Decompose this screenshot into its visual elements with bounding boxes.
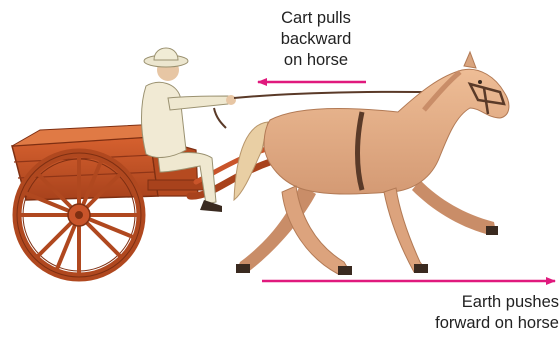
earth-force-label-line: Earth pushes bbox=[395, 292, 559, 313]
cart-wheel bbox=[17, 153, 141, 277]
earth-force-label-line: forward on horse bbox=[395, 313, 559, 334]
horse bbox=[234, 52, 509, 275]
earth-force-label: Earth pushes forward on horse bbox=[395, 292, 559, 334]
cart-force-label-line: on horse bbox=[246, 50, 386, 71]
cart-force-label-line: backward bbox=[246, 29, 386, 50]
cart-force-label: Cart pulls backward on horse bbox=[246, 8, 386, 71]
cart-force-label-line: Cart pulls bbox=[246, 8, 386, 29]
